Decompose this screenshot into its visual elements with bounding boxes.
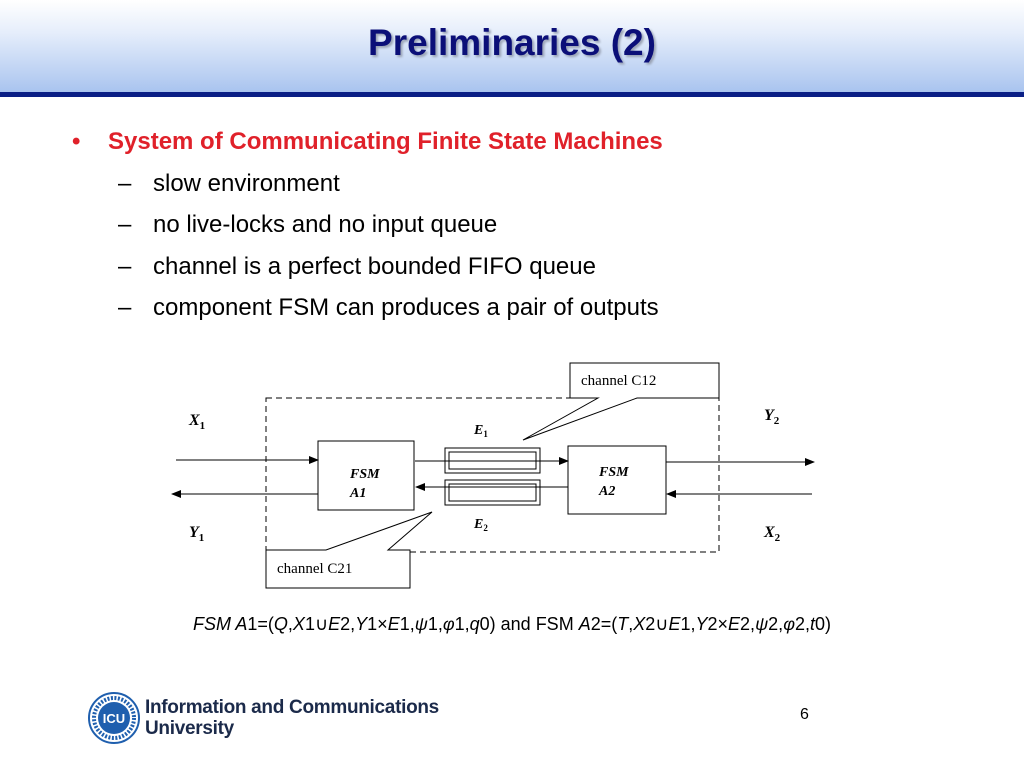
sub-item-text: no live-locks and no input queue — [153, 211, 498, 238]
fsm-a1-name: A1 — [349, 486, 366, 501]
system-boundary — [265, 397, 720, 553]
bullet-marker: • — [72, 128, 81, 155]
slide-title: Preliminaries (2) — [368, 22, 656, 63]
sub-item-text: channel is a perfect bounded FIFO queue — [153, 253, 596, 280]
formula-part: X — [633, 614, 646, 634]
formula-part: , — [287, 614, 293, 634]
label-y1: Y1 — [189, 524, 204, 544]
formula-part: 0) — [479, 614, 496, 634]
channel-queue-e2 — [444, 479, 541, 506]
slide-header — [0, 0, 1024, 92]
university-name-line1: Information and Communications — [145, 697, 439, 718]
formula-part: 1× — [367, 614, 388, 634]
sub-item-text: component FSM can produces a pair of out… — [153, 294, 659, 321]
formula-part: Q — [273, 614, 288, 634]
formula-part: Y — [355, 614, 368, 634]
formula-part: E — [328, 614, 341, 634]
sub-marker: – — [118, 170, 132, 197]
formula-part: X — [292, 614, 305, 634]
callout-c21-text: channel C21 — [277, 561, 352, 577]
header-divider — [0, 92, 1024, 97]
formula-part: t — [809, 614, 815, 634]
svg-text:ICU: ICU — [103, 711, 125, 726]
formula-connector: and FSM — [495, 614, 579, 634]
formula-part: , — [628, 614, 634, 634]
sub-marker: – — [118, 294, 132, 321]
formula-part: T — [617, 614, 629, 634]
formula-part: Y — [695, 614, 708, 634]
formula-part: ψ — [755, 614, 769, 634]
formula-part: 1, — [680, 614, 696, 634]
formula-part: φ — [783, 614, 795, 634]
fsm-a2-name: A2 — [598, 484, 615, 499]
university-name: Information and Communications Universit… — [145, 697, 439, 739]
university-logo: ICU Information and Communications Unive… — [88, 690, 488, 746]
page-number: 6 — [800, 706, 809, 723]
formula-part: 1∪ — [304, 614, 329, 634]
callout-c12 — [522, 362, 720, 441]
label-x1: X1 — [188, 412, 205, 432]
formula-part: q — [469, 614, 480, 634]
sub-item: –slow environment — [118, 170, 340, 198]
sub-item: –component FSM can produces a pair of ou… — [118, 294, 659, 322]
formula-part: 2, — [340, 614, 356, 634]
sub-marker: – — [118, 211, 132, 238]
sub-item: –no live-locks and no input queue — [118, 211, 497, 239]
university-name-line2: University — [145, 718, 234, 739]
formula-part: 1, — [399, 614, 415, 634]
callout-c21 — [265, 511, 433, 589]
channel-queue-e2-inner — [448, 483, 537, 502]
formula-part: 1=( — [247, 614, 274, 634]
formula-part: 2=( — [590, 614, 618, 634]
formula-part: 1, — [454, 614, 470, 634]
sub-marker: – — [118, 253, 132, 280]
fsm-formula: FSM A1=(Q,X1∪E2,Y1×E1,ψ1,φ1,q0) and FSM … — [0, 614, 1024, 635]
icu-seal-icon: ICU — [88, 692, 140, 744]
label-e1: E1 — [473, 423, 488, 439]
formula-part: 2, — [740, 614, 756, 634]
formula-part: 1, — [427, 614, 443, 634]
formula-part: 0) — [814, 614, 831, 634]
formula-part: E — [668, 614, 681, 634]
formula-part: 2, — [794, 614, 810, 634]
formula-part: FSM A — [193, 614, 248, 634]
formula-part: E — [387, 614, 400, 634]
fsm-a2-label: FSM — [598, 465, 629, 480]
sub-item-text: slow environment — [153, 170, 340, 197]
formula-part: φ — [442, 614, 455, 634]
formula-part: ψ — [414, 614, 428, 634]
fsm-a1-label: FSM — [349, 467, 380, 482]
fsm-a2-box — [567, 445, 667, 515]
label-x2: X2 — [763, 524, 781, 544]
sub-item: –channel is a perfect bounded FIFO queue — [118, 253, 596, 281]
formula-part: E — [728, 614, 741, 634]
label-y2: Y2 — [764, 407, 780, 427]
formula-part: A — [578, 614, 591, 634]
label-e2: E2 — [473, 517, 488, 533]
callout-c12-text: channel C12 — [581, 373, 656, 389]
formula-part: 2∪ — [645, 614, 669, 634]
formula-part: 2× — [707, 614, 729, 634]
bullet-text: System of Communicating Finite State Mac… — [108, 128, 663, 155]
formula-part: 2, — [768, 614, 784, 634]
fsm-a1-box — [317, 440, 415, 511]
